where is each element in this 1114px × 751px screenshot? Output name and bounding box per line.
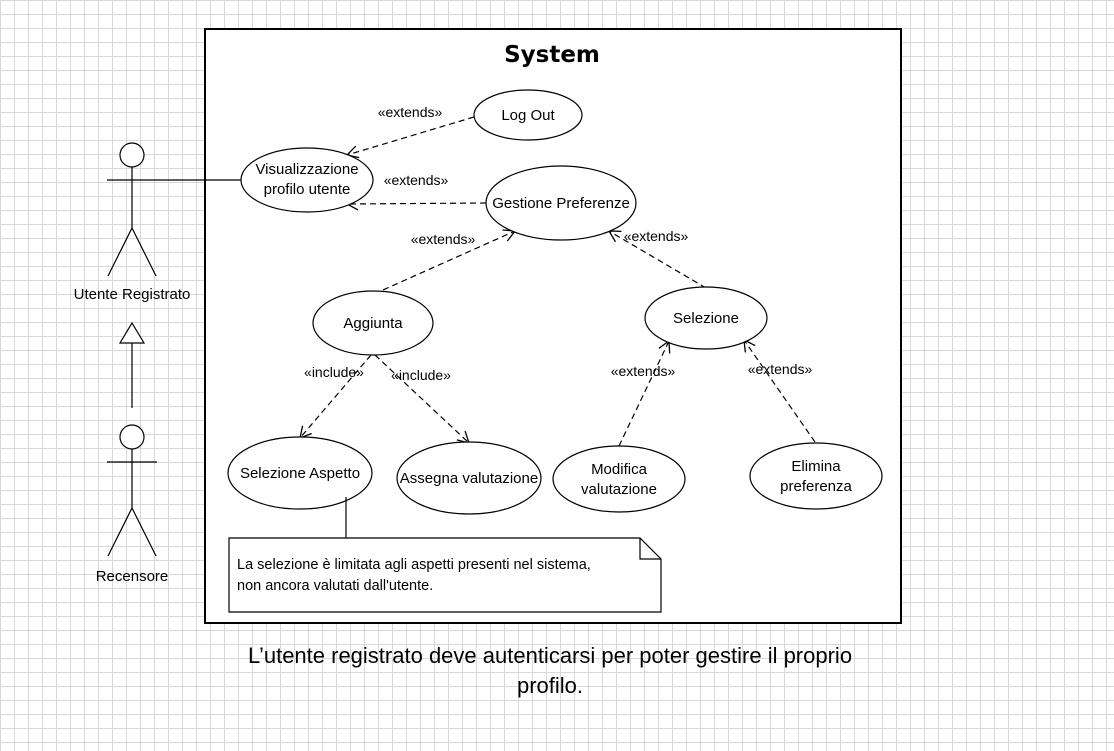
actor-registered-user-label: Utente Registrato [74,286,191,303]
use-case-add-label: Aggiunta [343,315,403,332]
generalization-arrow [118,321,146,408]
stereotype-extends-select: «extends» [624,228,689,244]
use-case-delete-preference[interactable]: Elimina preferenza [749,442,883,510]
system-title: System [504,42,600,68]
use-case-assign-rating-label: Assegna valutazione [400,470,538,487]
use-case-select-aspect-label: Selezione Aspetto [240,465,360,482]
use-case-edit-rating[interactable]: Modifica valutazione [552,445,686,513]
stereotype-include-rating: «include» [391,367,451,383]
use-case-delete-preference-line1: Elimina [791,458,841,475]
use-case-log-out[interactable]: Log Out [473,89,583,141]
extends-preferences-to-profile [345,197,487,211]
use-case-add[interactable]: Aggiunta [312,290,434,356]
use-case-select[interactable]: Selezione [644,286,768,350]
use-case-view-profile-line2: profilo utente [264,181,351,198]
actor-registered-user[interactable] [107,142,157,277]
stereotype-extends-add: «extends» [411,231,476,247]
stereotype-include-aspect: «include» [304,364,364,380]
caption-line-1: L’utente registrato deve autenticarsi pe… [247,643,853,668]
stereotype-extends-edit: «extends» [611,363,676,379]
use-case-edit-rating-line2: valutazione [581,481,657,498]
diagram-caption: L’utente registrato deve autenticarsi pe… [150,641,950,701]
use-case-assign-rating[interactable]: Assegna valutazione [396,441,542,515]
extends-logout-to-profile [345,116,475,159]
use-case-view-profile-line1: Visualizzazione [255,161,358,178]
extends-add-to-preferences [373,229,517,295]
stereotype-extends-preferences: «extends» [384,172,449,188]
stereotype-extends-logout: «extends» [378,104,443,120]
use-case-manage-preferences-label: Gestione Preferenze [492,195,630,212]
stereotype-extends-delete: «extends» [748,361,813,377]
use-case-edit-rating-line1: Modifica [591,461,648,478]
use-case-delete-preference-line2: preferenza [780,478,852,495]
use-case-manage-preferences[interactable]: Gestione Preferenze [485,165,637,241]
caption-line-2: profilo. [516,673,584,698]
note-line-1: La selezione è limitata agli aspetti pre… [237,557,591,573]
actor-reviewer-label: Recensore [96,568,169,585]
actor-reviewer[interactable] [107,424,157,557]
note-line-2: non ancora valutati dall'utente. [237,578,433,594]
use-case-log-out-label: Log Out [501,107,555,124]
use-case-view-profile[interactable]: Visualizzazione profilo utente [240,147,374,213]
use-case-select-label: Selezione [673,310,739,327]
extends-delete-to-select [743,338,816,443]
extends-select-to-preferences [607,230,707,289]
note: La selezione è limitata agli aspetti pre… [228,537,662,613]
include-add-to-rating [374,354,470,444]
use-case-select-aspect[interactable]: Selezione Aspetto [227,436,373,510]
include-add-to-aspect [299,354,372,440]
